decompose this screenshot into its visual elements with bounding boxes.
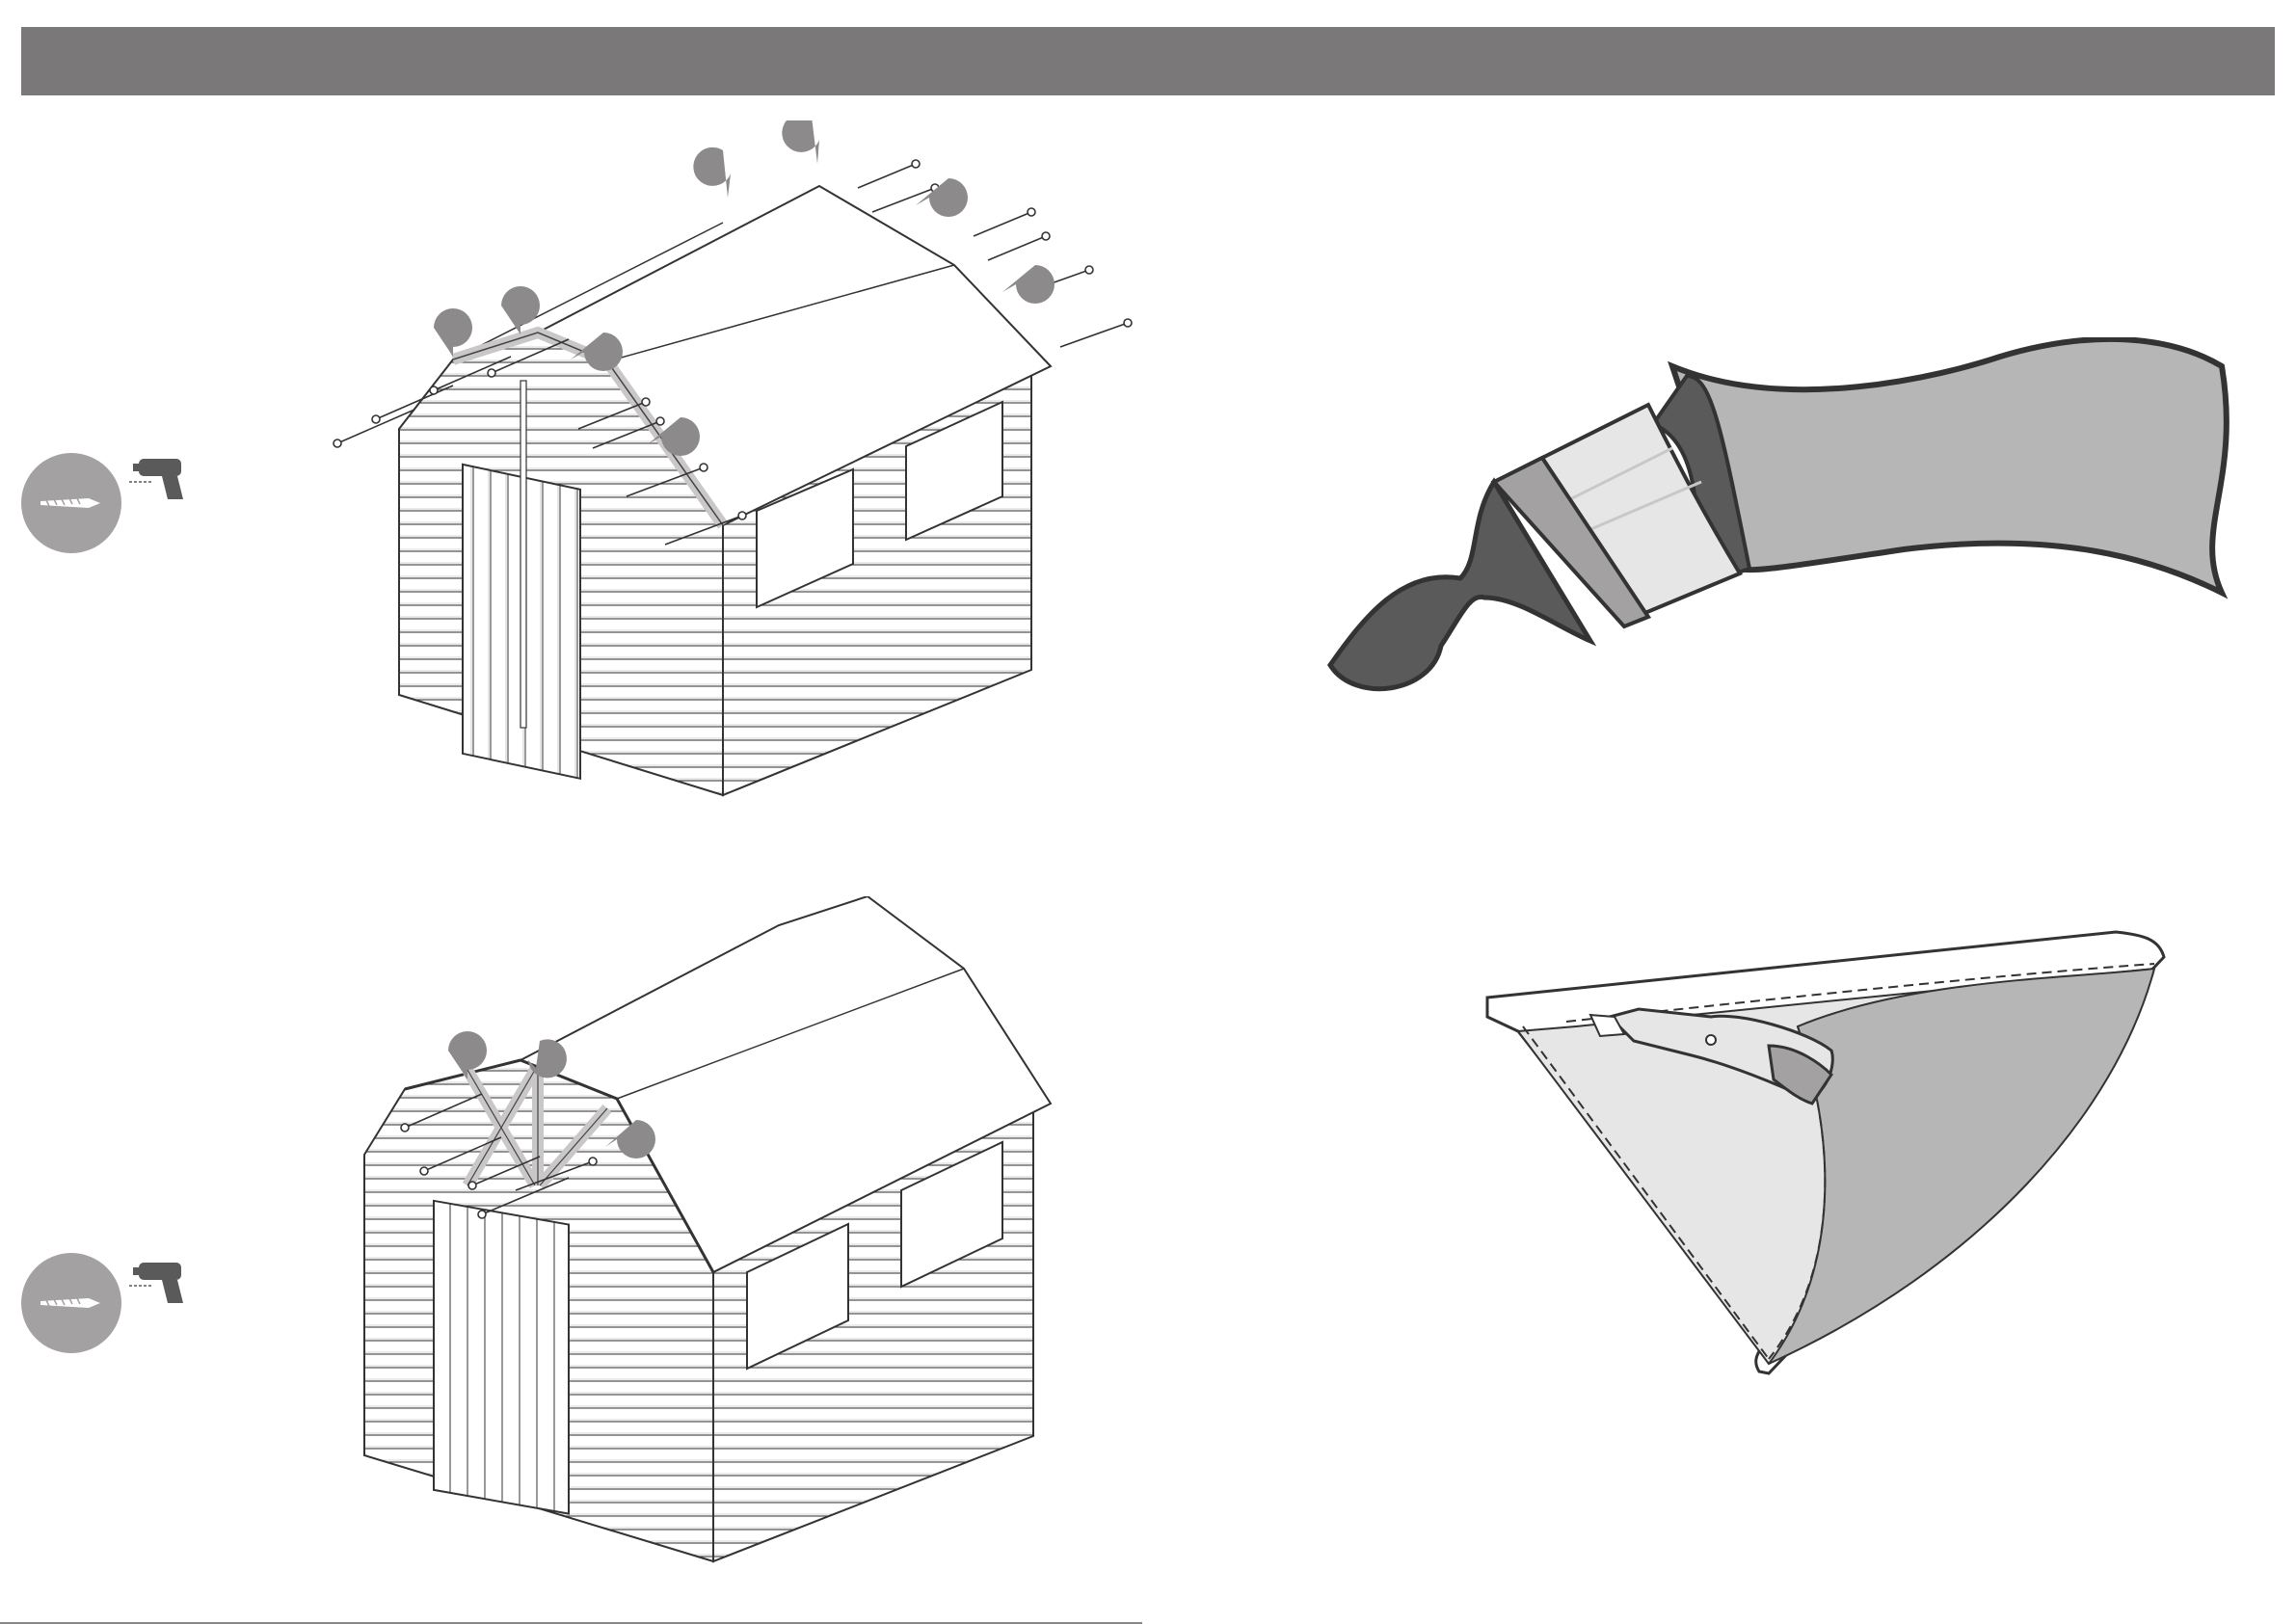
felt-trim-illustration <box>1480 920 2174 1402</box>
shed-roof-trims-illustration <box>318 120 1147 805</box>
drill-icon <box>129 1255 197 1305</box>
screw-tool-badge-2 <box>21 1253 121 1353</box>
paint-stroke <box>1672 339 2227 593</box>
paintbrush-illustration <box>1325 337 2241 723</box>
screw-icon <box>21 1253 121 1353</box>
shed-gable-batten-illustration <box>347 896 1080 1571</box>
screw-tool-badge <box>21 453 121 553</box>
header-bar <box>21 27 2275 95</box>
screw-icon <box>21 453 121 553</box>
drill-icon <box>129 451 197 501</box>
